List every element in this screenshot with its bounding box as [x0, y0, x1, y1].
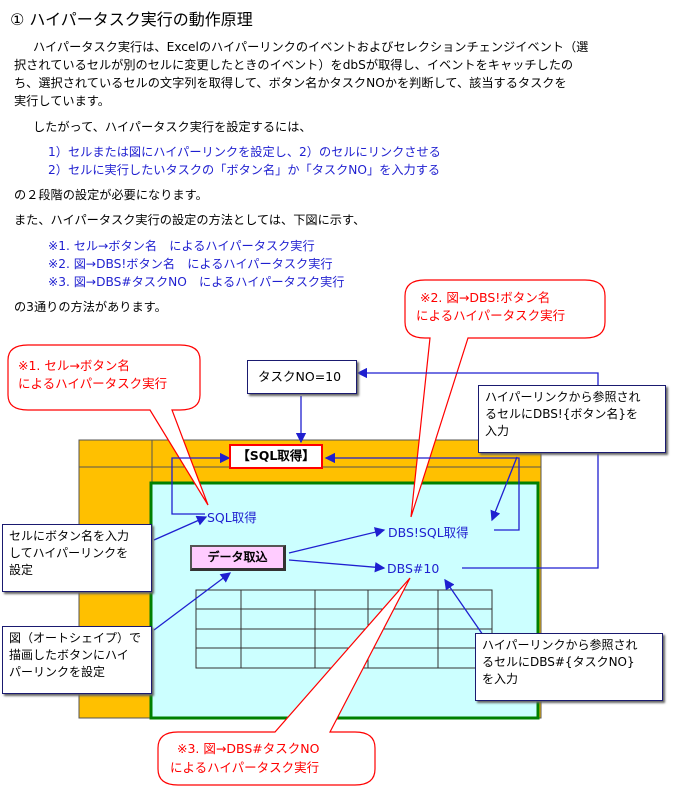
callout-3-shape	[157, 577, 411, 786]
note-ref-task-no: ハイパーリンクから参照され るセルにDBS#{タスクNO} を入力	[475, 633, 663, 701]
note-ref-button-name: ハイパーリンクから参照され るセルにDBS!{ボタン名}を 入力	[478, 385, 666, 453]
method-1: ※1. セル→ボタン名 によるハイパータスク実行	[48, 239, 315, 253]
note-shape-line-3: パーリンクを設定	[9, 665, 106, 679]
callout-2-shape	[404, 279, 606, 518]
intro-line-2: 択されているセルが別のセルに変更したときのイベント）をdbSが取得し、イベントを…	[14, 58, 574, 72]
note-shape-line-1: 図（オートシェイプ）で	[9, 631, 142, 645]
callout-1-line-2: によるハイパータスク実行	[18, 376, 168, 391]
callout-2-line-1: ※2. 図→DBS!ボタン名	[420, 290, 551, 305]
sql-fetch-cell[interactable]: SQL取得	[207, 510, 257, 525]
data-import-button[interactable]: データ取込	[190, 545, 286, 571]
step-2: 2）セルに実行したいタスクの「ボタン名」か「タスクNO」を入力する	[48, 163, 441, 177]
intro-line-3: ち、選択されているセルの文字列を取得して、ボタン名かタスクNOかを判断して、該当…	[14, 76, 567, 90]
note-shape-line-2: 描画したボタンにハイ	[9, 648, 129, 662]
note-ref-task-line-3: を入力	[482, 672, 519, 686]
dbs-sql-fetch-cell[interactable]: DBS!SQL取得	[388, 525, 469, 540]
note-ref-task-line-1: ハイパーリンクから参照され	[482, 638, 638, 652]
note-cell-button: セルにボタン名を入力 してハイパーリンクを 設定	[2, 524, 152, 592]
sql-fetch-button[interactable]: 【SQL取得】	[229, 444, 323, 469]
paragraph-2: したがって、ハイパータスク実行を設定するには、	[33, 120, 312, 134]
callout-2-line-2: によるハイパータスク実行	[416, 308, 566, 323]
step-1: 1）セルまたは図にハイパーリンクを設定し、2）のセルにリンクさせる	[48, 145, 441, 159]
note-cell-button-line-2: してハイパーリンクを	[9, 546, 129, 560]
callout-3-line-2: によるハイパータスク実行	[170, 760, 320, 775]
note-ref-button-line-1: ハイパーリンクから参照され	[485, 390, 641, 404]
note-ref-task-line-2: るセルにDBS#{タスクNO}	[482, 655, 635, 669]
callout-3-line-1: ※3. 図→DBS#タスクNO	[177, 741, 320, 756]
note-cell-button-line-3: 設定	[9, 563, 34, 577]
note-ref-button-line-2: るセルにDBS!{ボタン名}を	[485, 407, 638, 421]
method-3: ※3. 図→DBS#タスクNO によるハイパータスク実行	[48, 275, 345, 289]
dbs-task-10-cell[interactable]: DBS#10	[387, 561, 440, 576]
intro-line-1: ハイパータスク実行は、Excelのハイパーリンクのイベントおよびセレクションチェ…	[33, 40, 589, 54]
note-ref-button-line-3: 入力	[485, 424, 510, 438]
paragraph-3: の２段階の設定が必要になります。	[14, 188, 208, 202]
intro-line-4: 実行しています。	[14, 94, 110, 108]
callout-1-line-1: ※1. セル→ボタン名	[18, 358, 130, 373]
note-cell-button-line-1: セルにボタン名を入力	[9, 529, 130, 543]
page-heading: ① ハイパータスク実行の動作原理	[10, 10, 253, 29]
note-shape-button: 図（オートシェイプ）で 描画したボタンにハイ パーリンクを設定	[2, 626, 152, 694]
paragraph-5: の3通りの方法があります。	[14, 300, 167, 314]
method-2: ※2. 図→DBS!ボタン名 によるハイパータスク実行	[48, 257, 333, 271]
task-no-box: タスクNO=10	[247, 360, 357, 394]
paragraph-4: また、ハイパータスク実行の設定の方法としては、下図に示す、	[14, 213, 366, 227]
